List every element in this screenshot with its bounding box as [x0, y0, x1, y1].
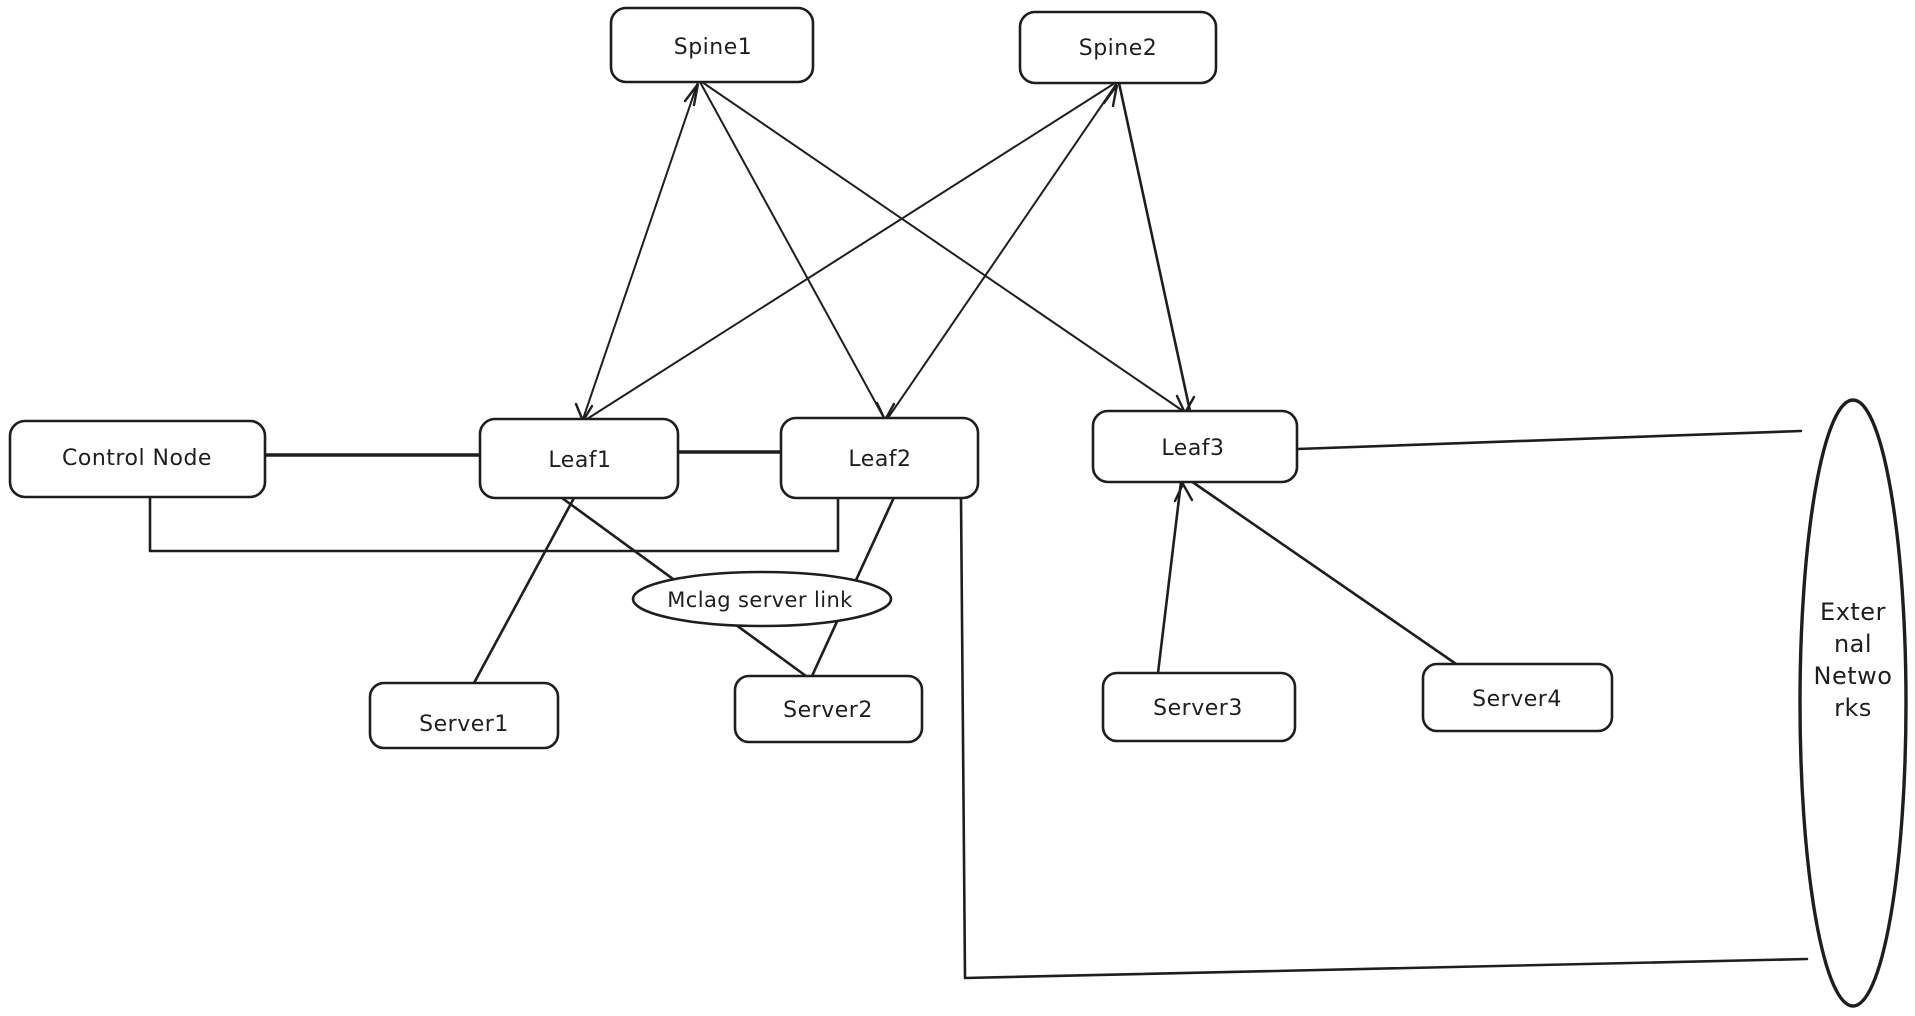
node-external-networks-label-line3: Netwo — [1814, 662, 1893, 690]
node-external-networks-label-line1: Exter — [1820, 598, 1886, 626]
edge-leaf3-server3[interactable] — [1156, 480, 1183, 675]
edge-controlnode-leaf2[interactable] — [148, 486, 840, 553]
annotation-mclag[interactable]: Mclag server link — [631, 570, 893, 628]
node-leaf3-box[interactable] — [1091, 409, 1299, 484]
node-spine1-label: Spine1 — [674, 35, 753, 60]
node-leaf1-label: Leaf1 — [548, 448, 611, 473]
node-server1-box[interactable] — [368, 681, 560, 750]
node-server1[interactable]: Server1 — [368, 681, 560, 750]
node-server2-label: Server2 — [783, 698, 873, 723]
node-leaf2-label: Leaf2 — [848, 447, 911, 472]
node-server2-box[interactable] — [733, 674, 924, 744]
node-spine1-box[interactable] — [609, 6, 815, 84]
node-server3-label: Server3 — [1153, 696, 1243, 721]
edge-leaf3-server4[interactable] — [1189, 479, 1461, 668]
node-server4-label: Server4 — [1472, 687, 1562, 712]
node-server3-box[interactable] — [1101, 671, 1297, 743]
arrowhead-leaf3-bottom — [1173, 481, 1194, 503]
arrowhead-spine2-bottom — [1102, 84, 1119, 108]
node-leaf1[interactable]: Leaf1 — [478, 417, 680, 500]
node-external-networks-ellipse[interactable] — [1798, 398, 1908, 1008]
node-leaf3-label: Leaf3 — [1161, 436, 1224, 461]
edge-spine1-leaf1[interactable] — [582, 81, 699, 420]
node-external-networks-label-line4: rks — [1834, 694, 1872, 722]
node-external-networks[interactable]: Exter nal Netwo rks — [1798, 398, 1908, 1008]
node-server4-box[interactable] — [1421, 662, 1614, 733]
node-leaf3[interactable]: Leaf3 — [1091, 409, 1299, 484]
edge-leaf2-external-networks[interactable] — [959, 496, 1809, 980]
arrowhead-spine1-bottom — [683, 83, 700, 107]
annotation-mclag-ellipse[interactable] — [631, 570, 893, 628]
node-spine2-box[interactable] — [1018, 10, 1218, 85]
node-server1-label: Server1 — [419, 712, 509, 737]
annotation-mclag-label: Mclag server link — [667, 588, 853, 612]
node-server2[interactable]: Server2 — [733, 674, 924, 744]
node-spine1[interactable]: Spine1 — [609, 6, 815, 84]
node-spine2[interactable]: Spine2 — [1018, 10, 1218, 85]
edge-spine1-leaf3[interactable] — [701, 81, 1184, 412]
edge-spine2-leaf3[interactable] — [1117, 81, 1192, 413]
node-spine2-label: Spine2 — [1079, 36, 1158, 61]
node-server4[interactable]: Server4 — [1421, 662, 1614, 733]
node-server3[interactable]: Server3 — [1101, 671, 1297, 743]
edge-leaf3-external-networks[interactable] — [1295, 429, 1803, 451]
node-leaf2[interactable]: Leaf2 — [779, 416, 980, 500]
node-control-node[interactable]: Control Node — [8, 419, 267, 499]
edge-spine2-leaf2[interactable] — [887, 82, 1118, 419]
node-external-networks-label-line2: nal — [1834, 630, 1872, 658]
node-leaf2-box[interactable] — [779, 416, 980, 500]
edge-spine2-leaf1[interactable] — [586, 82, 1116, 420]
node-control-node-label: Control Node — [62, 446, 212, 471]
edge-spine1-leaf2[interactable] — [699, 81, 885, 419]
node-leaf1-box[interactable] — [478, 417, 680, 500]
edge-leaf1-server1[interactable] — [472, 496, 576, 685]
node-control-node-box[interactable] — [8, 419, 267, 499]
